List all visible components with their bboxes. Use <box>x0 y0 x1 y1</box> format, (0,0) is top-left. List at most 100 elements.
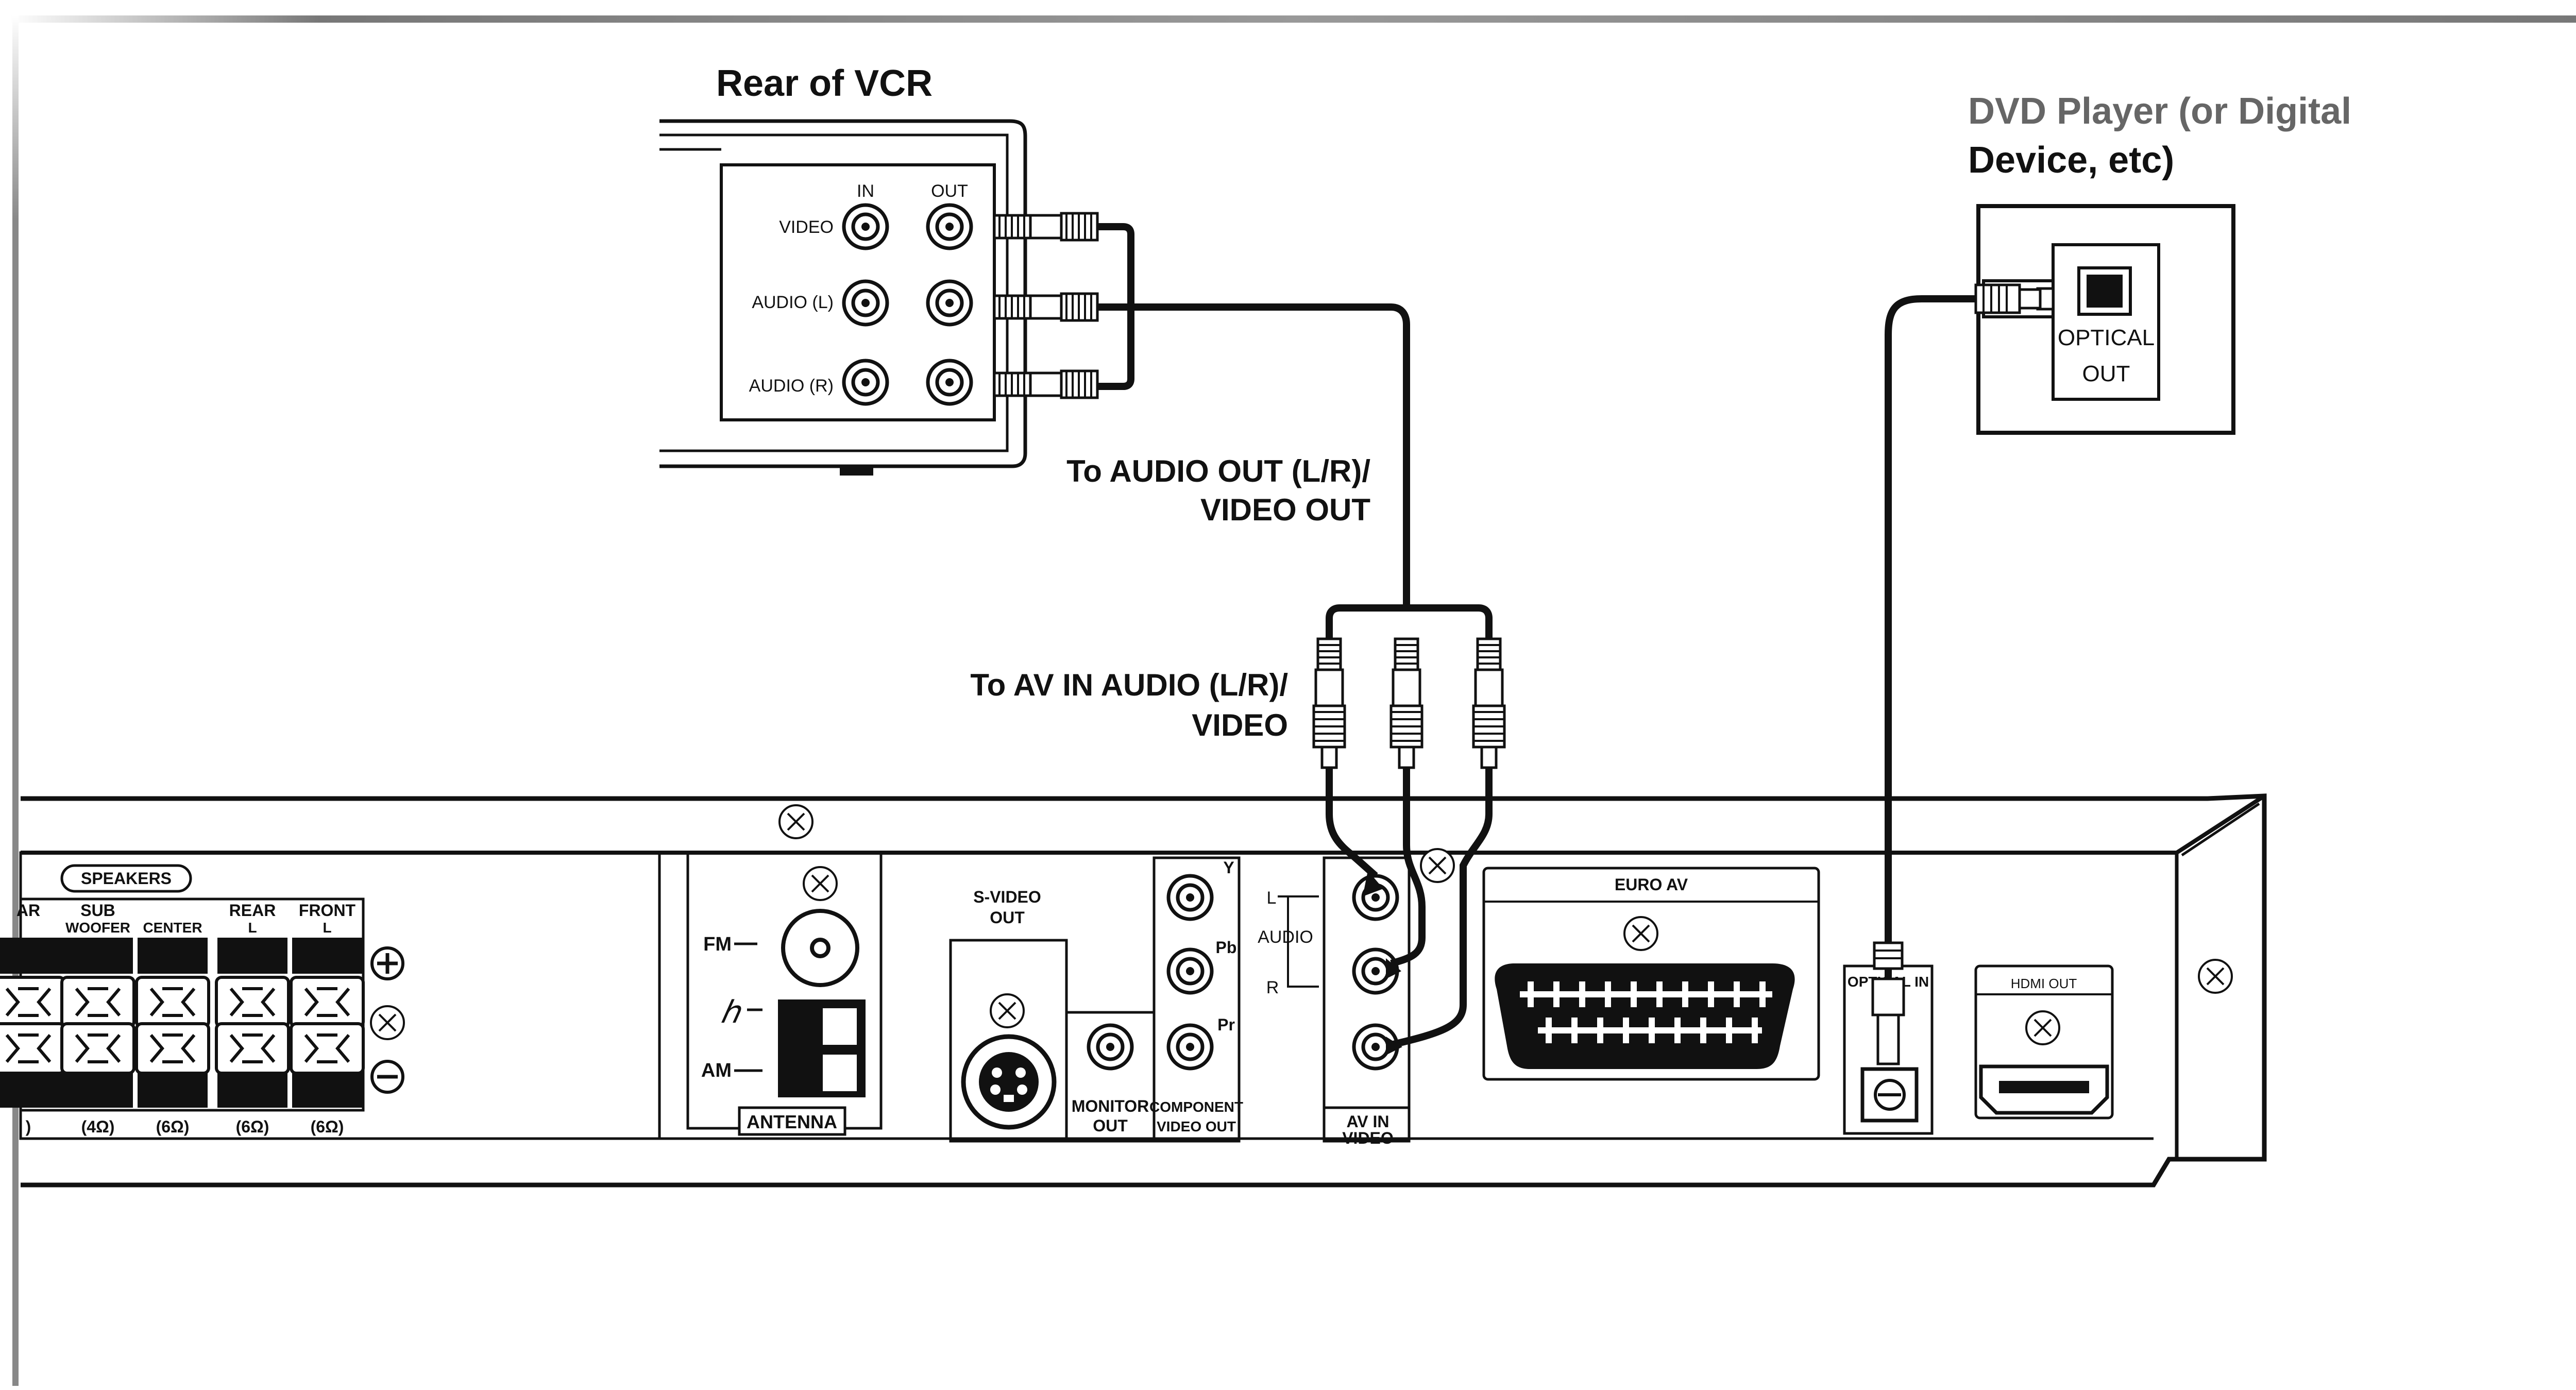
am-label: AM <box>701 1060 732 1081</box>
svideo-label-line2: OUT <box>990 908 1025 927</box>
vcr-audio-l-plug <box>994 294 1097 320</box>
vcr-video-plug <box>994 213 1097 240</box>
speaker-impedance-label: (6Ω) <box>236 1117 269 1136</box>
splitter-cable <box>1326 604 1493 639</box>
vcr-audio-l-out-jack <box>928 281 971 325</box>
scart-pin <box>1700 1018 1706 1043</box>
component-pb-label: Pb <box>1216 938 1237 957</box>
av-in-label-line1: AV IN <box>1347 1112 1389 1131</box>
scart-pin <box>1631 981 1637 1007</box>
component-pr-jack <box>1168 1025 1212 1069</box>
av-in-cable-video <box>1390 768 1493 1048</box>
vcr-main-cable <box>1097 303 1410 608</box>
scart-pin <box>1752 1018 1758 1043</box>
scart-pin <box>1674 1018 1681 1043</box>
scart-pin <box>1656 981 1663 1007</box>
monitor-out-jack <box>1089 1025 1132 1069</box>
speaker-label-bottom: CENTER <box>143 920 202 936</box>
vcr-audio-r-label: AUDIO (R) <box>749 376 834 396</box>
vcr-audio-r-in-jack <box>844 361 887 404</box>
ground-icon: ℎ <box>720 995 742 1029</box>
speaker-terminal-negative[interactable] <box>0 1024 64 1073</box>
vcr-rear-panel: Rear of VCR IN OUT VIDEO AUDIO (L) AUDIO… <box>659 63 1027 476</box>
component-pb-jack <box>1168 950 1212 993</box>
vcr-out-label: OUT <box>931 181 968 201</box>
speaker-terminal-positive[interactable] <box>137 977 209 1027</box>
scart-pin <box>1708 981 1714 1007</box>
vcr-title: Rear of VCR <box>716 63 933 104</box>
component-label-line1: COMPONENT <box>1149 1099 1243 1115</box>
vcr-audio-r-plug <box>994 371 1097 398</box>
scart-pin <box>1759 981 1766 1007</box>
audio-r-label: R <box>1266 978 1279 997</box>
monitor-label-line1: MONITOR <box>1072 1097 1149 1115</box>
vcr-audio-l-label: AUDIO (L) <box>752 293 834 312</box>
av-in-cable-r <box>1390 768 1426 967</box>
dvd-optical-label-line1: OPTICAL <box>2058 325 2155 350</box>
hdmi-out-section: HDMI OUT <box>1974 964 2114 1120</box>
scart-pin <box>1649 1018 1655 1043</box>
plus-icon <box>370 946 404 980</box>
speaker-terminal-negative[interactable] <box>62 1024 134 1073</box>
vcr-video-label: VIDEO <box>779 217 834 237</box>
optical-in-plug <box>1873 941 1904 970</box>
optical-out-plug <box>1974 283 2042 314</box>
scart-pin <box>1571 1018 1578 1043</box>
dvd-title-line1: DVD Player (or Digital <box>1968 91 2351 132</box>
vcr-video-out-jack <box>928 205 971 248</box>
antenna-section: FM ℎ AM ANTENNA <box>686 851 883 1136</box>
component-label-line2: VIDEO OUT <box>1157 1118 1236 1134</box>
scart-pin <box>1546 1018 1552 1043</box>
receiver-rear-panel: SPEAKERS AR)SUBWOOFER(4Ω)CENTER(6Ω)REARL… <box>0 793 2267 1188</box>
speaker-label-top: FRONT <box>299 901 356 920</box>
av-plug-left <box>1314 639 1345 768</box>
scart-pin <box>1726 1018 1732 1043</box>
speaker-terminal-negative[interactable] <box>216 1024 289 1073</box>
dvd-title-line2: Device, etc) <box>1968 140 2174 181</box>
video-outputs: S-VIDEO OUT MONITOR OUT Y Pb Pr COMPONEN… <box>949 856 1243 1143</box>
scart-pin <box>1623 1018 1629 1043</box>
fm-label: FM <box>703 934 732 955</box>
vcr-out-callout-line1: To AUDIO OUT (L/R)/ <box>1066 454 1370 488</box>
speaker-terminal-positive[interactable] <box>62 977 134 1027</box>
speaker-terminals: SPEAKERS AR)SUBWOOFER(4Ω)CENTER(6Ω)REARL… <box>0 851 661 1140</box>
speaker-label-top: SUB <box>80 901 115 920</box>
av-in-cable-l <box>1326 768 1378 879</box>
frame-left-rule <box>12 15 19 1386</box>
speaker-terminal-positive[interactable] <box>291 977 363 1027</box>
speaker-column: CENTER (6Ω) <box>137 920 209 1136</box>
audio-label: AUDIO <box>1258 927 1313 947</box>
speaker-terminal-positive[interactable] <box>0 977 64 1027</box>
speaker-impedance-label: (6Ω) <box>311 1117 344 1136</box>
speakers-label: SPEAKERS <box>81 869 172 888</box>
scart-pin <box>1528 981 1534 1007</box>
dvd-optical-label-line2: OUT <box>2082 361 2130 386</box>
av-plug-center <box>1391 639 1422 768</box>
vcr-in-label: IN <box>857 181 874 201</box>
speaker-terminal-negative[interactable] <box>137 1024 209 1073</box>
av-plug-right <box>1473 639 1504 768</box>
svideo-out-jack <box>961 1034 1057 1130</box>
av-in-section: L AUDIO R AV IN VIDEO <box>1258 848 1455 1147</box>
speaker-terminal-positive[interactable] <box>216 977 289 1027</box>
speaker-impedance-label: (6Ω) <box>156 1117 190 1136</box>
vcr-video-in-jack <box>844 205 887 248</box>
euro-av-section: EURO AV <box>1482 867 1820 1081</box>
antenna-label: ANTENNA <box>747 1111 837 1132</box>
speaker-impedance-label: (4Ω) <box>81 1117 115 1136</box>
vcr-out-callout-line2: VIDEO OUT <box>1200 493 1370 527</box>
scart-connector <box>1495 963 1795 1069</box>
optical-in-section: OPTICAL IN <box>1843 964 1934 1135</box>
scart-pin <box>1734 981 1740 1007</box>
speaker-label-top: AR <box>16 901 40 920</box>
speaker-terminal-negative[interactable] <box>291 1024 363 1073</box>
scart-pin <box>1597 1018 1603 1043</box>
speaker-impedance-label: ) <box>26 1117 31 1136</box>
speaker-label-bottom: L <box>323 920 331 936</box>
vcr-audio-l-in-jack <box>844 281 887 325</box>
